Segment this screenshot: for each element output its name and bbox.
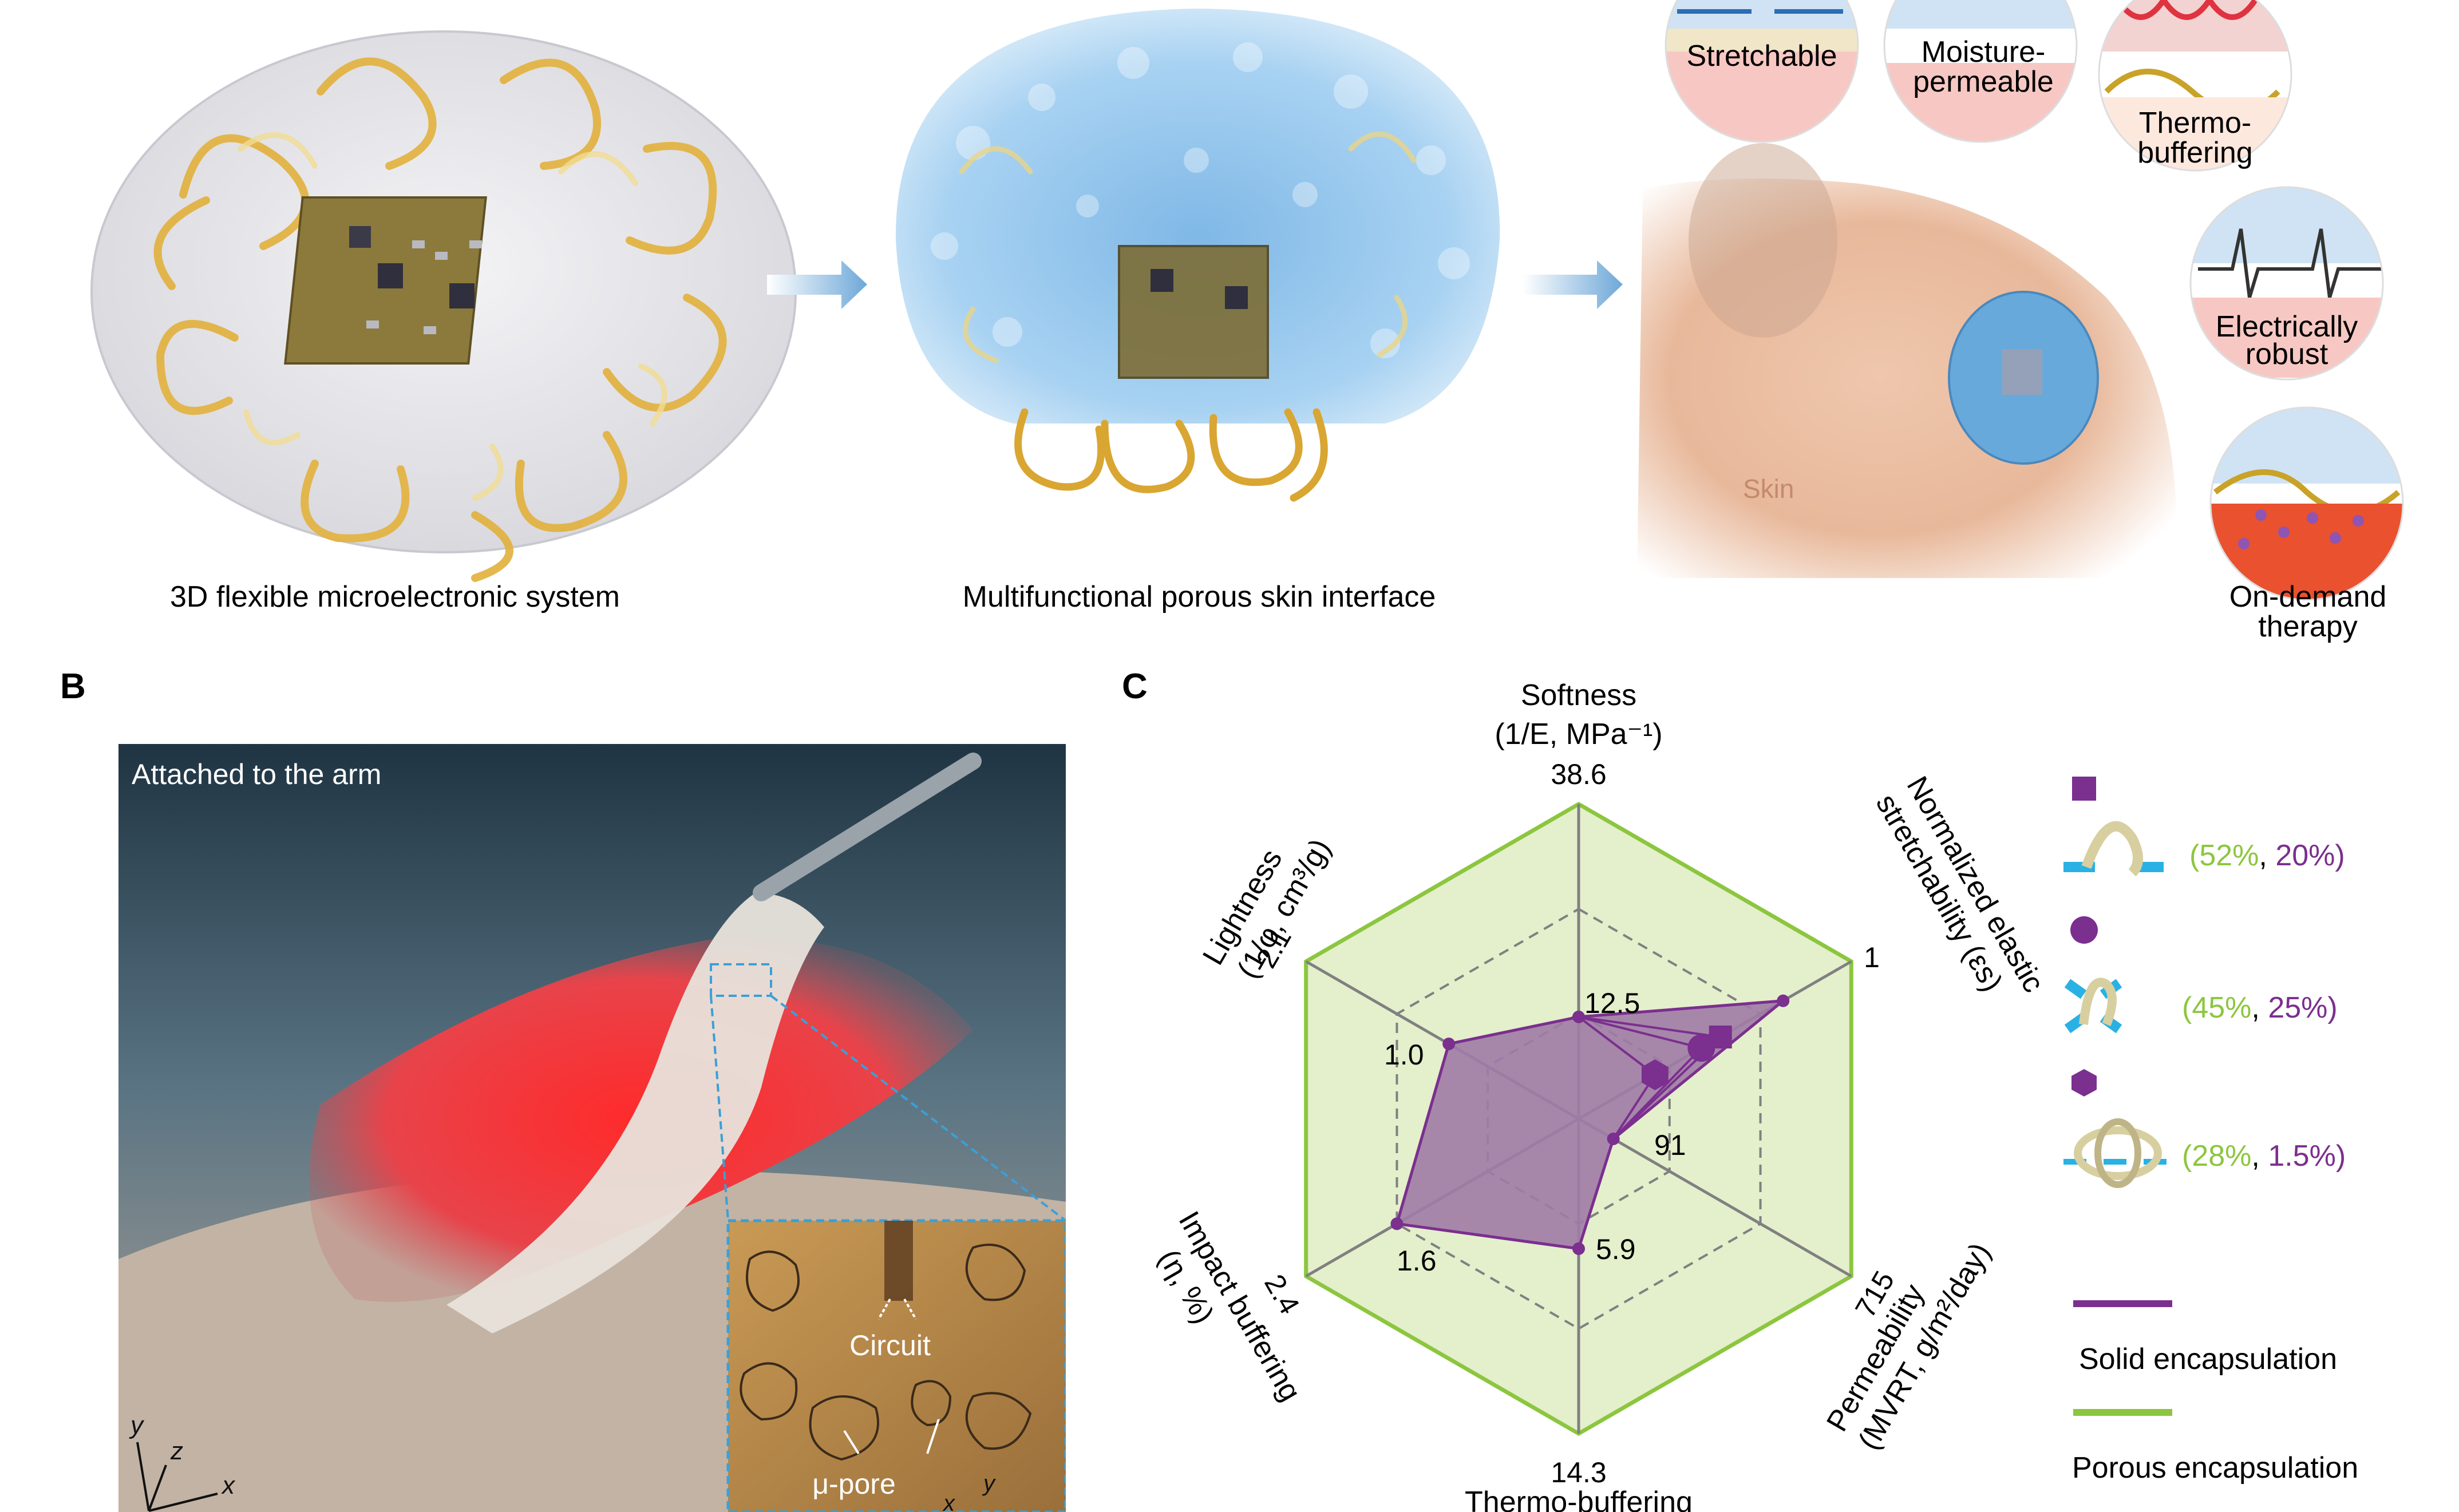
skin-label: Skin	[1743, 474, 1794, 504]
svg-text:x: x	[942, 1491, 956, 1512]
axis-thermo-title: Thermo-buffering	[1465, 1486, 1693, 1512]
axis-spoke-3	[1578, 1117, 1852, 1278]
max-label-stretch: 1	[1864, 941, 1880, 973]
function-circle-thermo: Thermo- buffering	[2098, 0, 2292, 172]
shoulder-illustration: Skin	[1637, 143, 2177, 578]
svg-text:(52%, 20%): (52%, 20%)	[2189, 839, 2345, 872]
function-circle-stretchable: Stretchable	[1665, 0, 1859, 143]
panel-a: Skin Stretchable Moisture- permeable	[90, 0, 2404, 643]
arm-photo: Circuit μ-pore y x y z x	[118, 744, 1066, 1512]
svg-text:Moisture-: Moisture-	[1922, 35, 2046, 69]
svg-text:buffering: buffering	[2137, 136, 2252, 169]
axis-softness-title: Softness	[1521, 679, 1636, 712]
legend-solid-label: Solid encapsulation	[2079, 1343, 2337, 1376]
axis-softness-unit: (1/E, MPa⁻¹)	[1495, 718, 1662, 751]
svg-text:robust: robust	[2245, 338, 2328, 371]
legend-hexagon-marker	[2071, 1069, 2097, 1097]
flexible-system-illustration	[90, 30, 797, 582]
radar-chart	[1304, 801, 1853, 1436]
svg-text:On-demand: On-demand	[2229, 580, 2387, 613]
svg-text:y: y	[129, 1411, 145, 1439]
legend-ribbon-icon	[2063, 821, 2175, 877]
panel-b-letter: B	[60, 667, 86, 706]
legend: (52%, 20%) (45%, 25%) (28%, 1.5%) Solid …	[2063, 777, 2358, 1485]
inset-circuit-label: Circuit	[849, 1329, 931, 1361]
function-circle-moisture: Moisture- permeable	[1883, 0, 2078, 143]
svg-text:Electrically: Electrically	[2216, 310, 2358, 343]
caption-porous-interface: Multifunctional porous skin interface	[963, 580, 1436, 613]
legend-porous-label: Porous encapsulation	[2072, 1451, 2358, 1485]
marker-circle	[1687, 1034, 1715, 1062]
svg-text:x: x	[221, 1471, 236, 1499]
microscope-inset: Circuit μ-pore y x	[726, 1219, 1066, 1512]
legend-ribbon-icon	[2064, 977, 2122, 1034]
marker-link	[1578, 1015, 1702, 1050]
marker-link	[1578, 1015, 1721, 1038]
value-label-impact: 1.6	[1397, 1245, 1437, 1277]
svg-text:Stretchable: Stretchable	[1686, 39, 1837, 73]
value-label-thermo: 5.9	[1596, 1233, 1636, 1265]
porous-interface-illustration	[895, 9, 1500, 502]
svg-text:permeable: permeable	[1913, 65, 2054, 98]
arrow-right-icon	[1523, 260, 1623, 309]
legend-ribbon-icon	[2063, 1118, 2175, 1188]
arrow-right-icon	[767, 260, 867, 309]
panel-b: B	[60, 667, 1066, 1512]
marker-link	[1578, 1016, 1656, 1076]
marker-link	[1612, 1047, 1702, 1140]
value-label-lightness: 1.0	[1384, 1039, 1424, 1071]
max-label-impact: 2.4	[1258, 1269, 1306, 1319]
value-label-permeability: 91	[1654, 1129, 1686, 1161]
svg-text:z: z	[170, 1437, 183, 1465]
solid-point-2	[1777, 994, 1790, 1007]
marker-hexagon	[1641, 1059, 1669, 1090]
max-label-softness: 38.6	[1551, 758, 1606, 790]
function-circle-electric: Electrically robust	[2189, 186, 2384, 381]
svg-text:(45%, 25%): (45%, 25%)	[2182, 991, 2338, 1024]
svg-text:y: y	[982, 1471, 997, 1496]
solid-point-4	[1572, 1242, 1585, 1255]
axis-triad	[136, 1442, 218, 1512]
svg-text:Thermo-: Thermo-	[2139, 106, 2251, 140]
function-circle-therapy: On-demand therapy	[2209, 406, 2404, 643]
solid-point-5	[1390, 1217, 1404, 1230]
solid-point-6	[1442, 1038, 1456, 1051]
max-label-thermo: 14.3	[1551, 1456, 1606, 1489]
panel-c: C Softness (1/E, MPa⁻¹) Normalized elast…	[1122, 667, 2358, 1512]
photo-label: Attached to the arm	[132, 758, 381, 790]
svg-text:(28%, 1.5%): (28%, 1.5%)	[2182, 1139, 2346, 1173]
panel-c-letter: C	[1122, 667, 1148, 706]
stretch-markers	[1578, 1015, 1732, 1140]
value-label-softness: 12.5	[1584, 987, 1640, 1019]
legend-circle-marker	[2070, 916, 2098, 944]
legend-square-marker	[2072, 777, 2096, 801]
caption-flexible-system: 3D flexible microelectronic system	[170, 580, 620, 613]
inset-pore-label: μ-pore	[812, 1468, 896, 1500]
svg-text:therapy: therapy	[2258, 610, 2357, 643]
